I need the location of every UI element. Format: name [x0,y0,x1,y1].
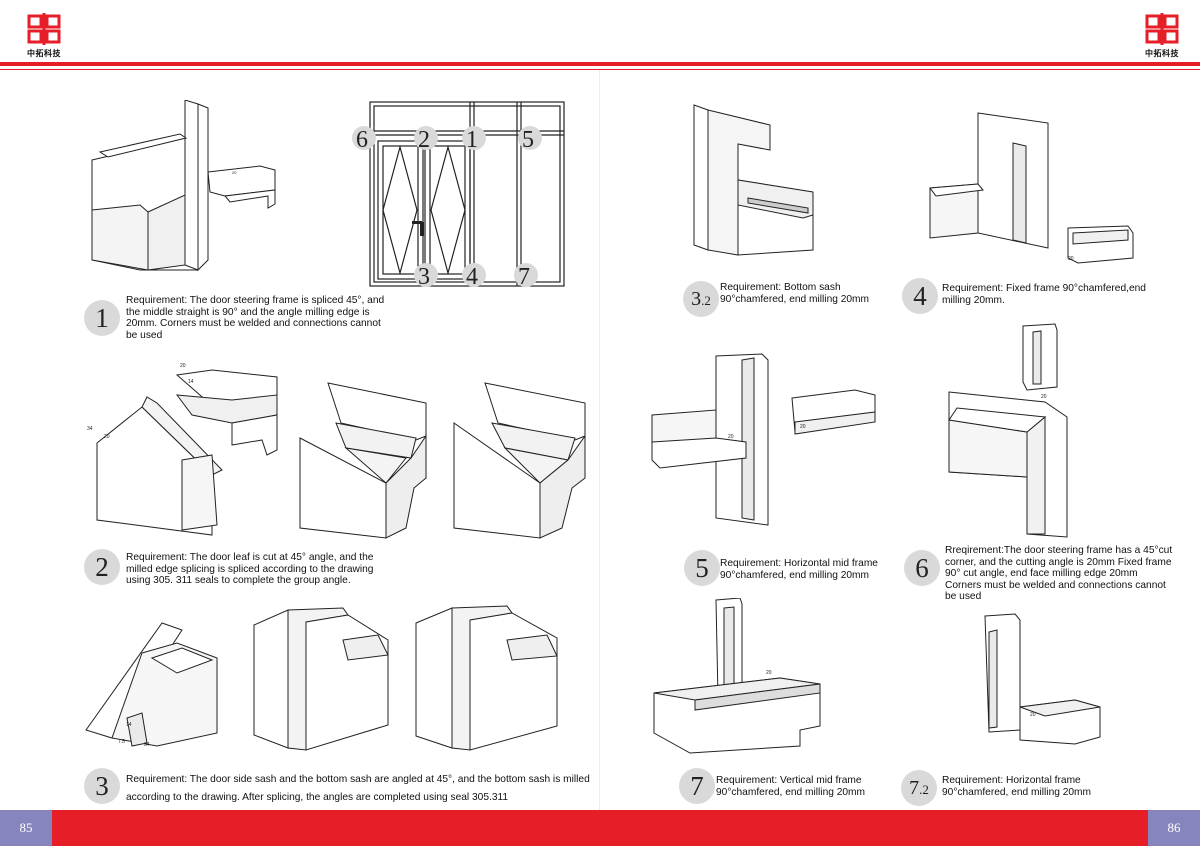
item-number-7: 7 [679,768,715,804]
brand-logo-icon [27,13,61,45]
drawing-horizontal-mid-frame: 20 20 [650,350,880,530]
requirement-text-3: Requirement: The door side sash and the … [126,774,596,803]
brand-logo-icon [1145,13,1179,45]
footer-bar-right [548,810,1148,846]
item-number-main: 3 [691,288,702,310]
page-number-left: 85 [0,810,52,846]
requirement-text-1: Requirement: The door steering frame is … [126,295,385,341]
door-elevation-diagram: 6 2 1 5 3 4 7 [352,100,572,292]
requirement-text-4: Requirement: Fixed frame 90°chamfered,en… [942,283,1146,306]
door-label: 6 [356,127,368,153]
drawing-fixed-frame: 20 [928,108,1138,268]
brand-name: 中拓科技 [27,49,61,58]
item-number-sub: .2 [701,293,711,308]
drawing-door-leaf-assembled-2 [450,378,590,543]
drawing-bottom-sash [688,100,828,260]
drawing-vertical-mid-frame: 20 [650,598,825,758]
dim-label: 20 [1041,394,1047,400]
requirement-text-7-2: Requirement: Horizontal frame 90°chamfer… [942,775,1092,798]
drawing-frame-corner-1: 20 [80,100,290,280]
dim-label: 20 [104,434,110,440]
door-label: 3 [418,264,430,290]
dim-label: 20 [728,434,734,440]
requirement-text-7: Requirement: Vertical mid frame 90°chamf… [716,775,866,798]
drawing-door-steering-frame: 20 [945,322,1080,540]
item-number-7-2: 7.2 [901,770,937,806]
door-label: 1 [466,127,478,153]
item-number-2: 2 [84,549,120,585]
header-rule [0,62,1200,66]
dim-label: 20 [766,670,772,676]
dim-label: 20 [800,424,806,430]
drawing-door-leaf-cut: 34 20 20 14 [82,355,292,540]
footer-bar-left [52,810,548,846]
requirement-text-3-line-1: Requirement: The door side sash and the … [126,774,590,785]
door-label: 5 [522,127,534,153]
drawing-horizontal-frame: 20 [975,612,1115,752]
door-label: 7 [518,264,530,290]
dim-label: 7.5 [118,739,125,745]
brand-logo-right: 中拓科技 [1140,12,1184,59]
dim-label: 20 [1030,712,1036,718]
item-number-4: 4 [902,278,938,314]
dim-label: 34 [87,426,93,432]
item-number-sub: .2 [919,782,929,797]
dim-label: 20 [180,363,186,369]
dim-label: 20 [1068,256,1074,262]
item-number-main: 7 [909,777,920,799]
dim-label: 20 [232,170,237,175]
item-number-1: 1 [84,300,120,336]
item-number-3: 3 [84,768,120,804]
drawing-sash-angle-3 [412,598,562,758]
page-number-right: 86 [1148,810,1200,846]
brand-logo-left: 中拓科技 [22,12,66,59]
brand-name: 中拓科技 [1145,49,1179,58]
requirement-text-3-2: Requirement: Bottom sash 90°chamfered, e… [720,282,870,305]
item-number-6: 6 [904,550,940,586]
door-label: 4 [466,264,478,290]
requirement-text-6: Rreqirement:The door steering frame has … [945,545,1173,602]
header-rule-thin [0,69,1200,70]
dim-label: 14 [188,379,194,385]
dim-label: 14 [126,722,132,728]
page-fold [599,70,600,810]
item-number-5: 5 [684,550,720,586]
door-label: 2 [418,127,430,153]
requirement-text-3-line-2: according to the drawing. After splicing… [126,791,509,803]
dim-label: 34 [144,742,150,748]
requirement-text-5: Requirement: Horizontal mid frame 90°cha… [720,558,878,581]
drawing-door-leaf-assembled-1 [296,378,436,543]
drawing-sash-angle-2 [248,600,393,755]
item-number-3-2: 3.2 [683,281,719,317]
drawing-sash-angle-1: 14 7.5 34 [82,618,227,753]
requirement-text-2: Requirement: The door leaf is cut at 45°… [126,552,374,586]
